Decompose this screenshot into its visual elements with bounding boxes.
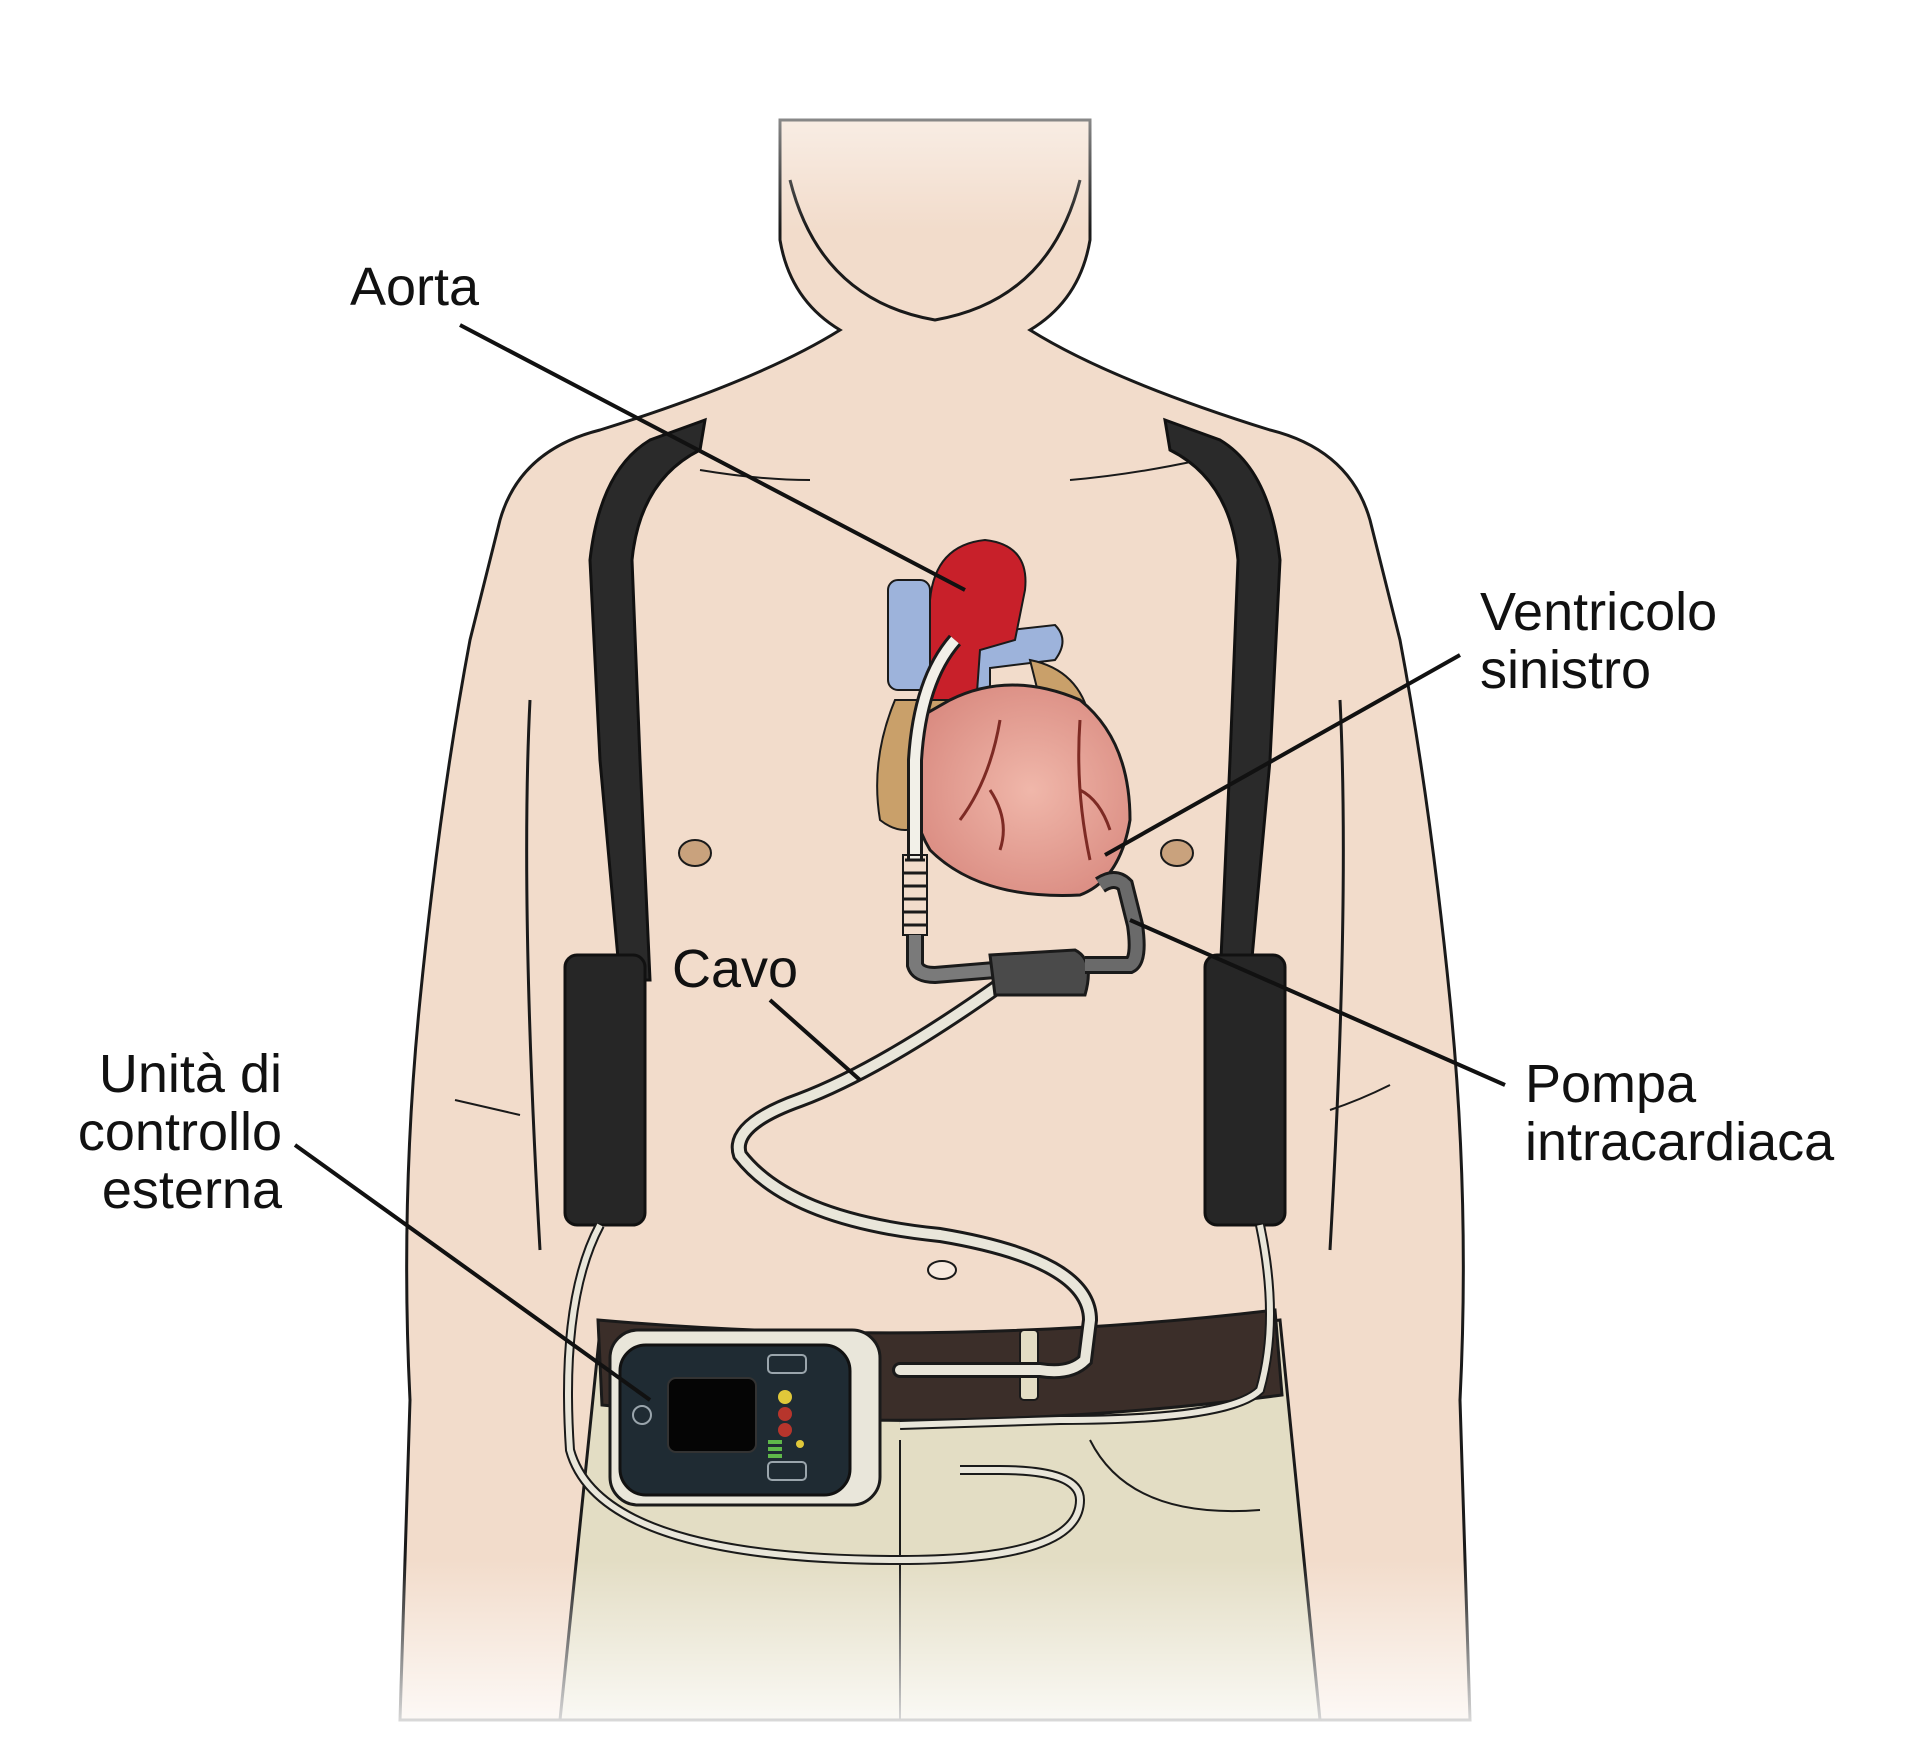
driveline-cable — [563, 977, 1275, 1566]
label-cable: Cavo — [672, 939, 799, 999]
label-control-unit: Unità di controllo esterna — [77, 1044, 282, 1220]
label-ventricle: Ventricolo sinistro — [1480, 582, 1718, 700]
leader-ventricle — [1104, 653, 1461, 857]
leader-aorta — [459, 323, 966, 592]
leader-cable — [768, 998, 862, 1082]
shoulder-straps — [563, 417, 1287, 1227]
label-pump: Pompa intracardiaca — [1525, 1054, 1835, 1172]
leader-lines — [293, 323, 1506, 1402]
leader-control-unit — [293, 1143, 652, 1402]
controller-device — [608, 1328, 882, 1507]
label-aorta: Aorta — [350, 257, 480, 317]
leader-pump — [1129, 918, 1506, 1087]
